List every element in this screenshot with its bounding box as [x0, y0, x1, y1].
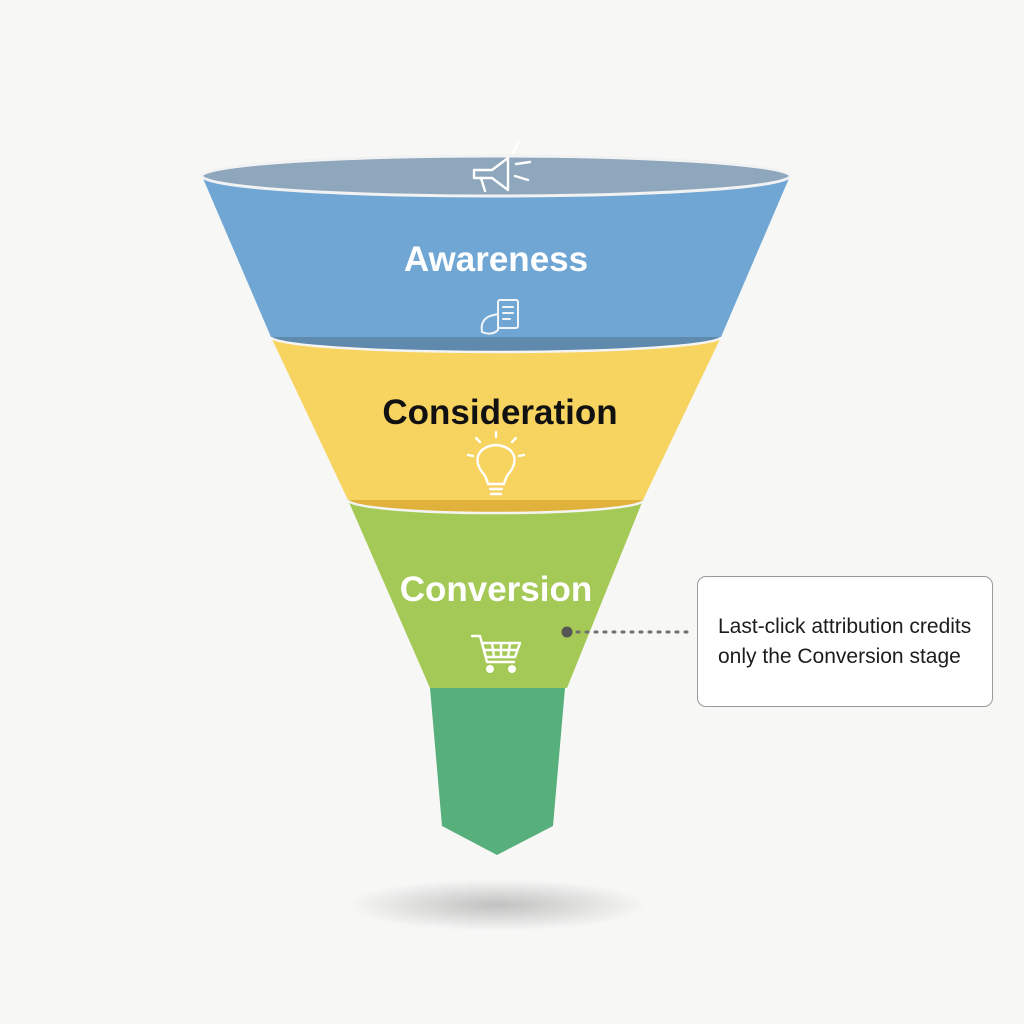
- callout-box: Last-click attribution credits only the …: [697, 576, 993, 707]
- stage-band-conversion: [348, 500, 643, 688]
- connector-anchor-dot: [561, 626, 573, 638]
- stage-band-consideration: [271, 337, 721, 500]
- lightbulb-icon: [466, 430, 526, 496]
- shopping-cart-icon: [470, 634, 522, 674]
- funnel-top-rim: [200, 154, 792, 198]
- stage-band-awareness: [202, 176, 790, 337]
- stage-label-conversion: Conversion: [400, 570, 593, 609]
- stage-label-consideration: Consideration: [382, 393, 617, 432]
- funnel-spout: [430, 688, 565, 855]
- callout-text: Last-click attribution credits only the …: [718, 614, 972, 668]
- ground-shadow: [347, 879, 647, 931]
- stage-label-awareness: Awareness: [404, 240, 588, 279]
- megaphone-icon: [472, 141, 532, 193]
- document-icon: [480, 299, 519, 335]
